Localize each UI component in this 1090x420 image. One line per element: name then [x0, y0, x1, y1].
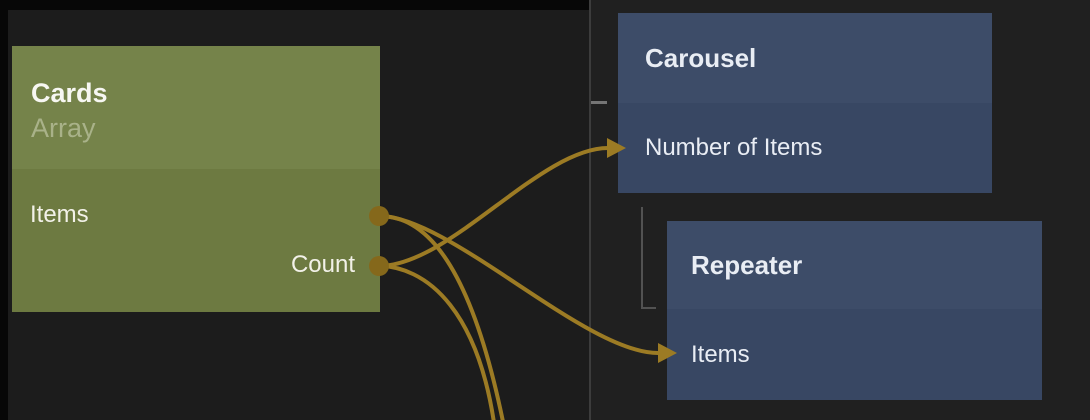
canvas-divider-line	[589, 0, 591, 420]
repeater-hierarchy-line-vertical	[641, 207, 643, 309]
repeater-hierarchy-line-foot	[641, 307, 656, 309]
node-carousel-title: Carousel	[645, 42, 757, 73]
node-carousel-header[interactable]: Carousel	[618, 13, 992, 103]
node-cards-header[interactable]: Cards Array	[12, 46, 380, 169]
node-repeater[interactable]: Repeater Items	[667, 221, 1042, 400]
input-row-items[interactable]: Items	[667, 309, 1042, 400]
node-cards[interactable]: Cards Array Items Count	[12, 46, 380, 312]
node-cards-subtitle: Array	[31, 113, 96, 143]
node-carousel[interactable]: Carousel Number of Items	[618, 13, 992, 193]
output-row-count[interactable]: Count	[12, 240, 380, 290]
node-repeater-header[interactable]: Repeater	[667, 221, 1042, 309]
input-label-number-of-items: Number of Items	[645, 134, 823, 161]
output-label-items: Items	[30, 201, 89, 228]
output-row-items[interactable]: Items	[12, 190, 380, 240]
carousel-guide-tick	[591, 101, 607, 104]
connection-items-to-offscreen[interactable]	[378, 214, 512, 420]
input-row-number-of-items[interactable]: Number of Items	[618, 103, 992, 193]
canvas-left-frame	[0, 0, 8, 420]
node-repeater-title: Repeater	[691, 249, 803, 280]
input-label-items: Items	[691, 340, 750, 368]
canvas-top-frame	[0, 0, 590, 10]
node-cards-body: Items Count	[12, 169, 380, 312]
node-cards-title: Cards	[31, 78, 108, 108]
output-label-count: Count	[290, 251, 355, 278]
connection-count-to-offscreen[interactable]	[378, 264, 499, 420]
